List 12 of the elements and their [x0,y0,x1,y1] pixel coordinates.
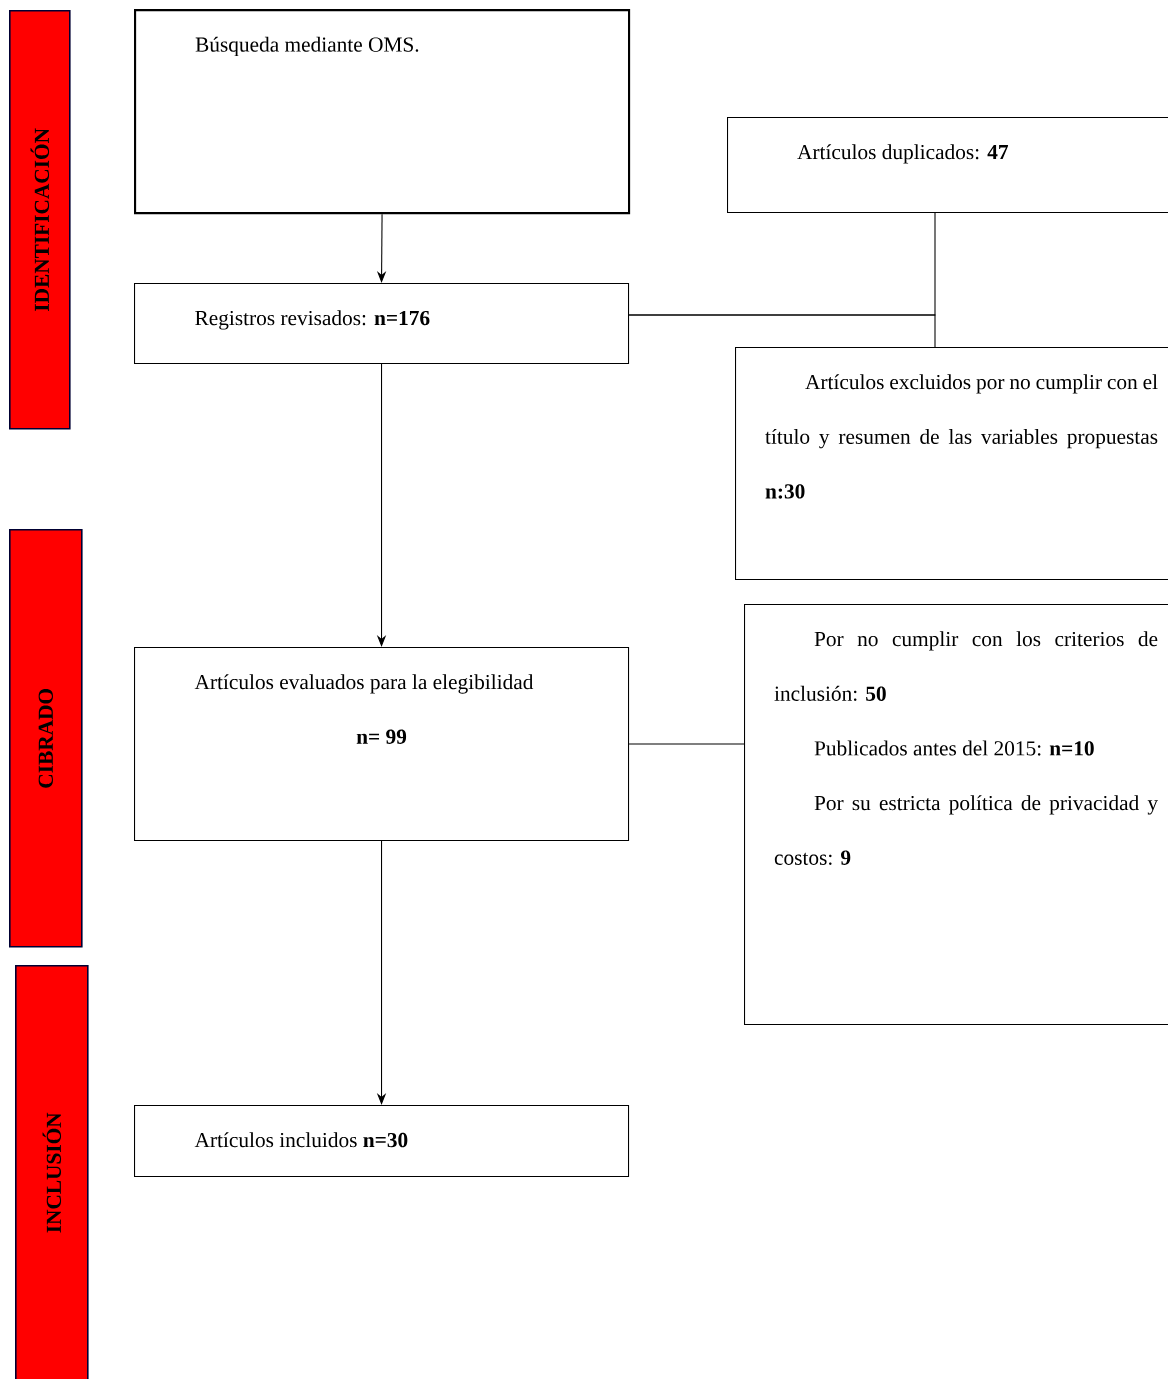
stage-band: IDENTIFICACIÓN [9,10,71,430]
stage-band: INCLUSIÓN [15,965,89,1379]
process-box: Artículos duplicados: 47 [727,117,1168,214]
process-box: Artículos incluidos n=30 [134,1105,630,1178]
process-box: Búsqueda mediante OMS. [134,9,631,215]
process-box: Artículos evaluados para la elegibilidad n= 99 [134,647,630,842]
process-box: Registros revisados: n=176 [134,283,630,365]
connector-line [628,314,936,348]
process-box: Por no cumplir con los criterios de inclusión: 50 Publicados antes del 2015: n=10 Por su estricta política de privacidad y costos: 9 [744,604,1168,1026]
stage-band: CIBRADO [9,529,83,948]
connector-line [628,743,745,745]
process-box: Artículos excluidos por no cumplir con el título y resumen de las variables propuestas n:30 [735,347,1168,581]
